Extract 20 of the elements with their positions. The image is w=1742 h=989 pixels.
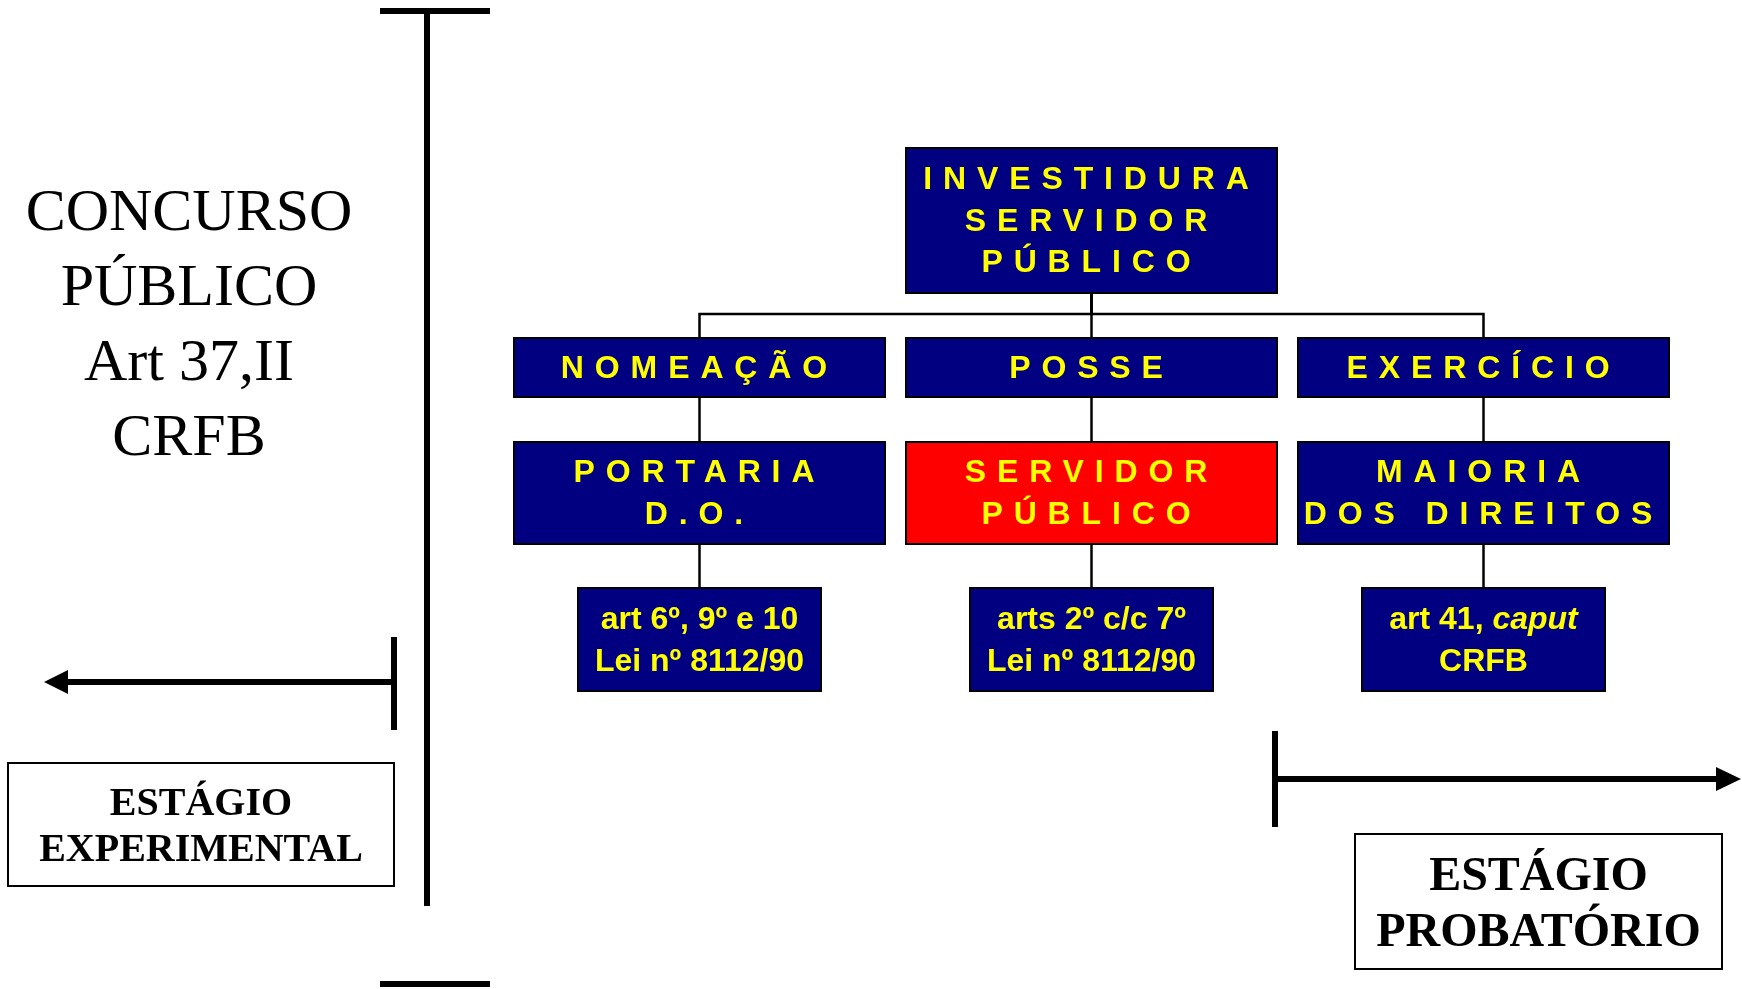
- heading-box: INVESTIDURA SERVIDOR PÚBLICO: [905, 147, 1278, 294]
- result-box: SERVIDOR PÚBLICO: [905, 441, 1278, 545]
- result-box: PORTARIA D.O.: [513, 441, 886, 545]
- stage-label-box: ESTÁGIO EXPERIMENTAL: [7, 762, 395, 887]
- stage-box: EXERCÍCIO: [1297, 337, 1670, 398]
- connector-line: [698, 545, 701, 587]
- connector-line: [698, 398, 701, 441]
- stage-label-box: ESTÁGIO PROBATÓRIO: [1354, 833, 1723, 970]
- connector-line: [1482, 398, 1485, 441]
- side-heading: CONCURSO PÚBLICO Art 37,II CRFB: [24, 178, 354, 468]
- connector-line: [1090, 294, 1485, 337]
- stage-box: POSSE: [905, 337, 1278, 398]
- reference-box: art 6º, 9º e 10 Lei nº 8112/90: [577, 587, 822, 692]
- connector-line: [1482, 545, 1485, 587]
- connector-line: [1090, 398, 1093, 441]
- reference-box: arts 2º c/c 7º Lei nº 8112/90: [969, 587, 1214, 692]
- result-box: MAIORIA DOS DIREITOS: [1297, 441, 1670, 545]
- stage-box: NOMEAÇÃO: [513, 337, 886, 398]
- connector-line: [1090, 545, 1093, 587]
- reference-box: art 41, caput CRFB: [1361, 587, 1606, 692]
